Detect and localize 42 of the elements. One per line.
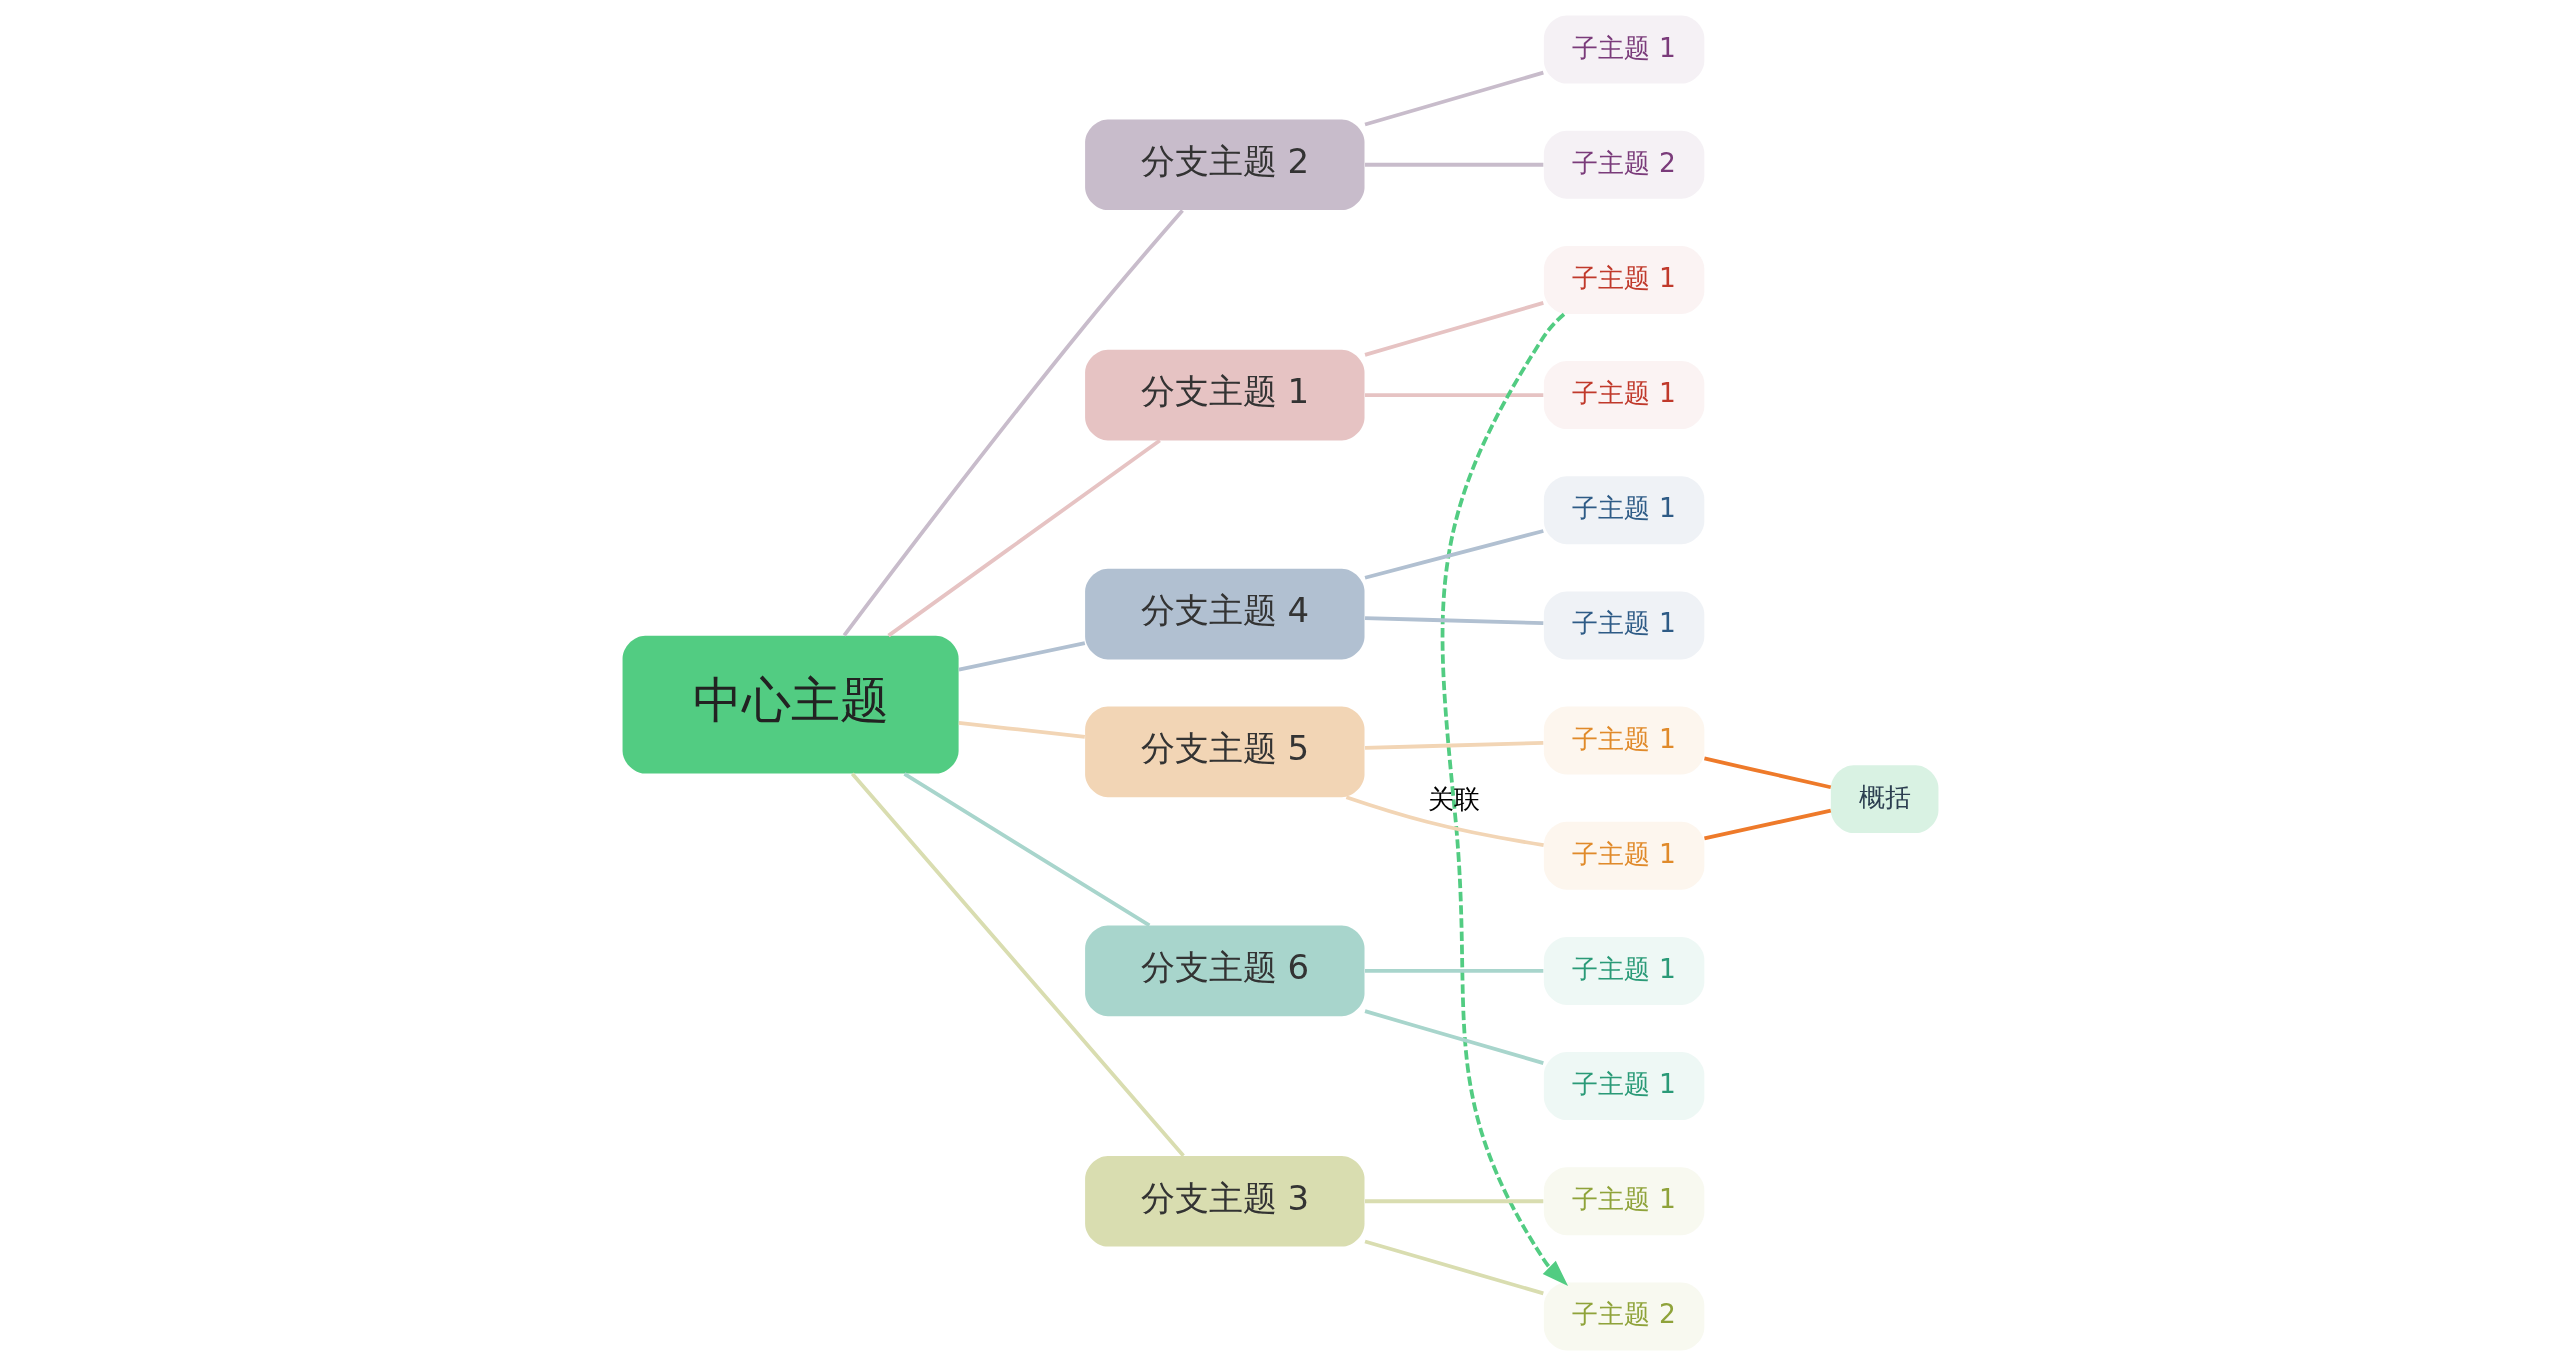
connector xyxy=(1364,969,1543,973)
connector xyxy=(1364,301,1544,357)
node-box: 子主题 2 xyxy=(1543,1282,1704,1351)
node-box: 分支主题 4 xyxy=(1084,568,1364,660)
connector xyxy=(1364,616,1543,626)
connector xyxy=(842,209,1184,637)
node-box: 子主题 1 xyxy=(1543,821,1704,890)
connector xyxy=(886,438,1161,638)
node-box: 子主题 1 xyxy=(1543,1052,1704,1121)
connector xyxy=(1364,1199,1543,1204)
node-box: 子主题 1 xyxy=(1543,361,1704,430)
node-box: 中心主题 xyxy=(622,635,959,774)
arrow xyxy=(1440,312,1568,1287)
connector xyxy=(1703,756,1831,790)
connector xyxy=(902,772,1150,928)
node-box: 子主题 1 xyxy=(1543,591,1704,660)
node-box: 子主题 1 xyxy=(1543,1167,1704,1236)
node-box: 子主题 1 xyxy=(1543,15,1704,84)
node-box: 分支主题 2 xyxy=(1084,119,1364,211)
connector xyxy=(1364,1239,1544,1296)
node-box: 子主题 1 xyxy=(1543,936,1704,1005)
connector xyxy=(1364,529,1544,580)
connector xyxy=(850,772,1185,1157)
connector xyxy=(1345,795,1544,847)
connector xyxy=(1364,740,1543,750)
node-box: 分支主题 6 xyxy=(1084,925,1364,1017)
node-box: 子主题 1 xyxy=(1543,706,1704,775)
edge-label: 关联 xyxy=(1427,782,1480,814)
connector xyxy=(1364,393,1543,397)
connector xyxy=(958,641,1085,672)
connector xyxy=(1364,162,1543,167)
node-box: 分支主题 3 xyxy=(1084,1155,1364,1247)
node-box: 子主题 1 xyxy=(1543,476,1704,545)
connector xyxy=(1703,808,1831,841)
connector xyxy=(1364,70,1544,127)
node-box: 分支主题 5 xyxy=(1084,706,1364,798)
connector xyxy=(958,721,1085,739)
connector xyxy=(1364,1009,1544,1065)
node-box: 分支主题 1 xyxy=(1084,349,1364,441)
node-box: 子主题 2 xyxy=(1543,130,1704,199)
node-box: 子主题 1 xyxy=(1543,245,1704,314)
node-box: 概括 xyxy=(1830,765,1938,834)
